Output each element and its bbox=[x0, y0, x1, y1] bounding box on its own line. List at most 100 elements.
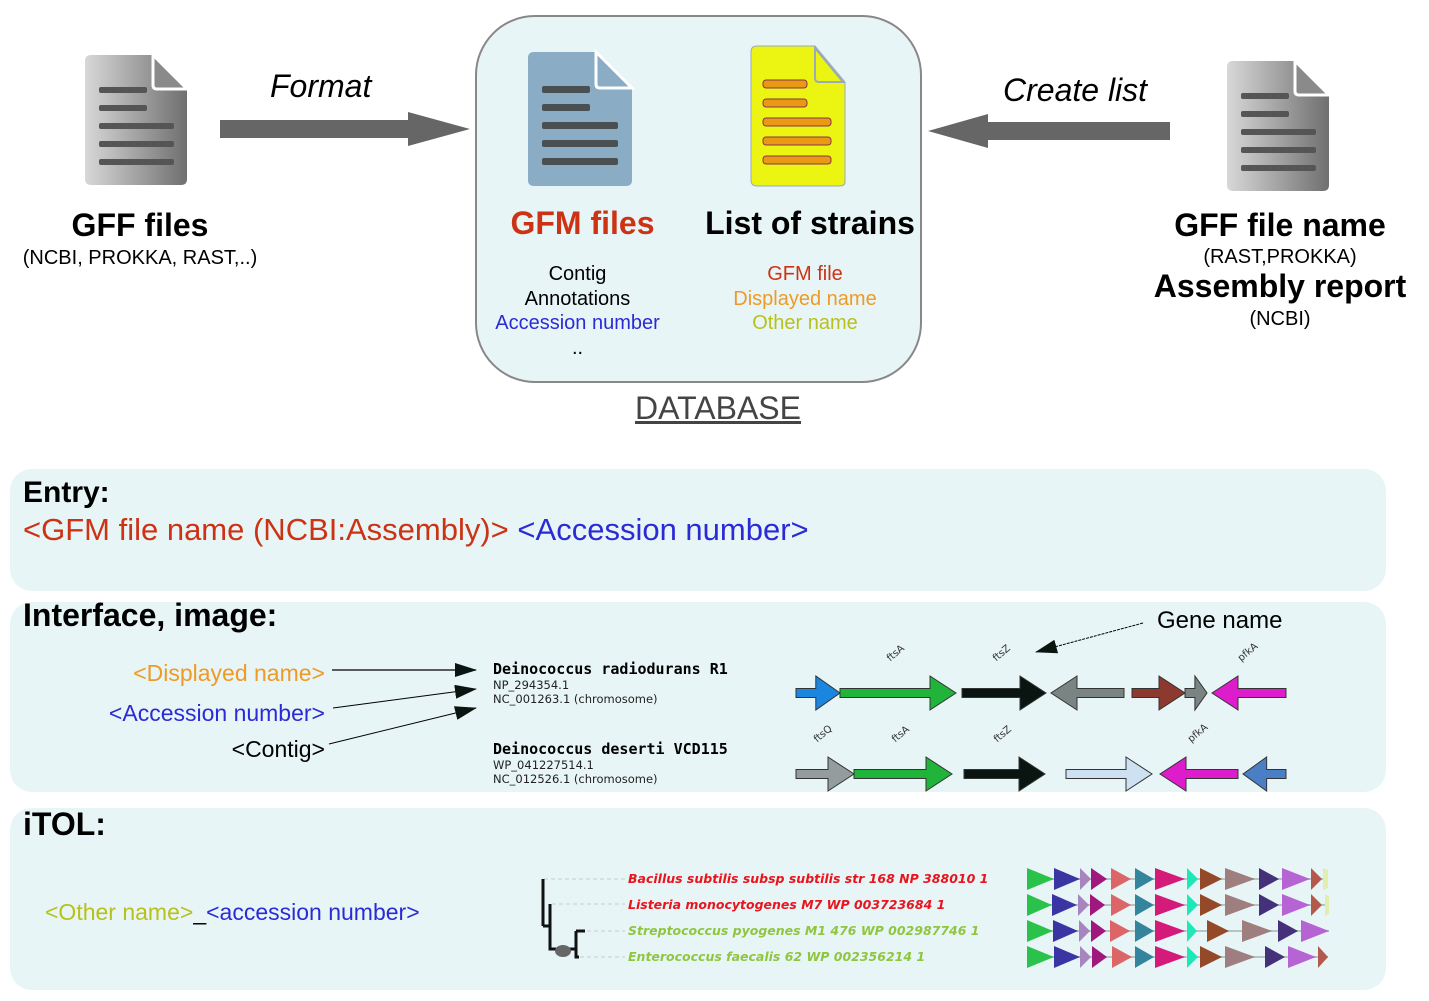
format-arrow-icon bbox=[220, 112, 470, 146]
protein-domain bbox=[1225, 868, 1255, 890]
protein-domain bbox=[1111, 868, 1131, 890]
protein-domain bbox=[1278, 920, 1298, 942]
protein-domain bbox=[1027, 920, 1053, 942]
protein-domain bbox=[1135, 920, 1154, 942]
arrow-contig bbox=[328, 706, 477, 745]
strain-displayed-name: Deinococcus radiodurans R1 bbox=[493, 660, 728, 678]
gff-files-subtitle: (NCBI, PROKKA, RAST,..) bbox=[22, 247, 258, 269]
gff-file-name-title: GFF file name bbox=[1174, 207, 1386, 243]
protein-domain bbox=[1135, 868, 1154, 890]
protein-domain bbox=[1325, 894, 1329, 916]
legend-displayed-name: <Displayed name> bbox=[133, 660, 325, 686]
entry-heading: Entry: bbox=[23, 476, 110, 509]
entry-panel bbox=[10, 469, 1386, 591]
assembly-report-title: Assembly report bbox=[1153, 268, 1407, 304]
protein-domain bbox=[1187, 894, 1198, 916]
protein-domain bbox=[1311, 894, 1322, 916]
domain-architecture bbox=[1027, 868, 1329, 968]
gene-arrow bbox=[1050, 675, 1125, 711]
gfm-field: Contig bbox=[548, 263, 607, 285]
protein-domain bbox=[1078, 894, 1089, 916]
protein-domain bbox=[1259, 868, 1279, 890]
protein-domain bbox=[1187, 946, 1198, 968]
legend-accession-number: <Accession number> bbox=[108, 700, 325, 726]
tree-branch bbox=[548, 904, 562, 951]
protein-domain bbox=[1259, 894, 1279, 916]
protein-domain bbox=[1207, 920, 1229, 942]
create-list-label: Create list bbox=[1003, 72, 1148, 108]
protein-domain bbox=[1311, 868, 1322, 890]
strains-field: Displayed name bbox=[733, 287, 877, 310]
protein-domain bbox=[1265, 946, 1285, 968]
strains-fields-list: GFM file Displayed name Other name bbox=[695, 262, 915, 336]
protein-domain bbox=[1079, 920, 1090, 942]
protein-domain bbox=[1112, 946, 1132, 968]
strain-accession: NP_294354.1 bbox=[493, 678, 570, 692]
protein-domain bbox=[1187, 920, 1197, 942]
protein-domain bbox=[1200, 868, 1222, 890]
strain-contig: NC_012526.1 (chromosome) bbox=[493, 772, 658, 786]
tree-node-marker bbox=[555, 945, 571, 957]
itol-accession-number: <accession number> bbox=[206, 899, 420, 925]
gene-arrow bbox=[961, 675, 1047, 711]
protein-domain bbox=[1090, 894, 1105, 916]
assembly-report-subtitle: (NCBI) bbox=[1249, 308, 1311, 330]
arrow-accession-number bbox=[332, 684, 477, 709]
protein-domain bbox=[1318, 946, 1328, 968]
protein-domain bbox=[1080, 868, 1091, 890]
gene-arrow bbox=[795, 756, 855, 792]
gfm-field: .. bbox=[571, 336, 584, 359]
gene-arrow bbox=[839, 675, 957, 711]
protein-domain bbox=[1091, 920, 1106, 942]
protein-domain bbox=[1225, 946, 1255, 968]
gfm-files-title: GFM files bbox=[510, 205, 655, 241]
protein-domain bbox=[1080, 946, 1091, 968]
protein-domain bbox=[1135, 946, 1154, 968]
itol-other-name: <Other name> bbox=[45, 899, 194, 925]
tree-branch bbox=[574, 929, 585, 959]
protein-domain bbox=[1027, 894, 1052, 916]
gff-file-name-subtitle: (RAST,PROKKA) bbox=[1203, 246, 1357, 268]
protein-domain bbox=[1155, 920, 1185, 942]
strains-field: Other name bbox=[752, 312, 858, 334]
create-list-arrow-icon bbox=[928, 114, 1170, 148]
interface-legend: <Displayed name> <Accession number> <Con… bbox=[0, 655, 325, 767]
protein-domain bbox=[1052, 894, 1077, 916]
strain-entry: Deinococcus deserti VCD115 WP_041227514.… bbox=[493, 740, 728, 787]
protein-domain bbox=[1288, 946, 1316, 968]
entry-accession-number: <Accession number> bbox=[517, 512, 809, 547]
protein-domain bbox=[1242, 920, 1272, 942]
protein-domain bbox=[1282, 868, 1310, 890]
strain-displayed-name: Deinococcus deserti VCD115 bbox=[493, 740, 728, 758]
itol-leaf-label: Listeria monocytogenes M7 WP 003723684 1 bbox=[628, 897, 946, 912]
protein-domain bbox=[1027, 868, 1054, 890]
itol-label-format: <Other name>_<accession number> bbox=[45, 899, 420, 926]
document-icon bbox=[85, 51, 191, 185]
protein-domain bbox=[1282, 894, 1310, 916]
gene-arrow bbox=[1159, 756, 1239, 792]
strains-field: GFM file bbox=[767, 263, 843, 285]
itol-heading: iTOL: bbox=[23, 806, 106, 842]
gene-map bbox=[795, 674, 1287, 792]
protein-domain bbox=[1135, 894, 1154, 916]
protein-domain bbox=[1110, 920, 1130, 942]
gene-arrow bbox=[1184, 674, 1208, 712]
gene-arrow bbox=[853, 756, 953, 792]
arrow-gene-name bbox=[1035, 622, 1144, 654]
gfm-fields-list: Contig Annotations Accession number .. bbox=[470, 262, 685, 360]
gfm-field: Accession number bbox=[495, 312, 660, 334]
protein-domain bbox=[1155, 868, 1185, 890]
gff-files-title: GFF files bbox=[71, 207, 209, 243]
protein-domain bbox=[1323, 868, 1328, 890]
itol-leaf-label: Bacillus subtilis subsp subtilis str 168… bbox=[628, 871, 989, 886]
gene-arrow bbox=[1065, 756, 1153, 792]
strain-contig: NC_001263.1 (chromosome) bbox=[493, 692, 658, 706]
gene-name-callout: Gene name bbox=[1157, 607, 1283, 634]
protein-domain bbox=[1092, 946, 1107, 968]
protein-domain bbox=[1200, 894, 1222, 916]
gene-arrow bbox=[1242, 756, 1287, 792]
gfm-document-icon bbox=[528, 48, 636, 186]
gene-arrow bbox=[795, 675, 841, 711]
protein-domain bbox=[1091, 868, 1107, 890]
protein-domain bbox=[1111, 894, 1131, 916]
